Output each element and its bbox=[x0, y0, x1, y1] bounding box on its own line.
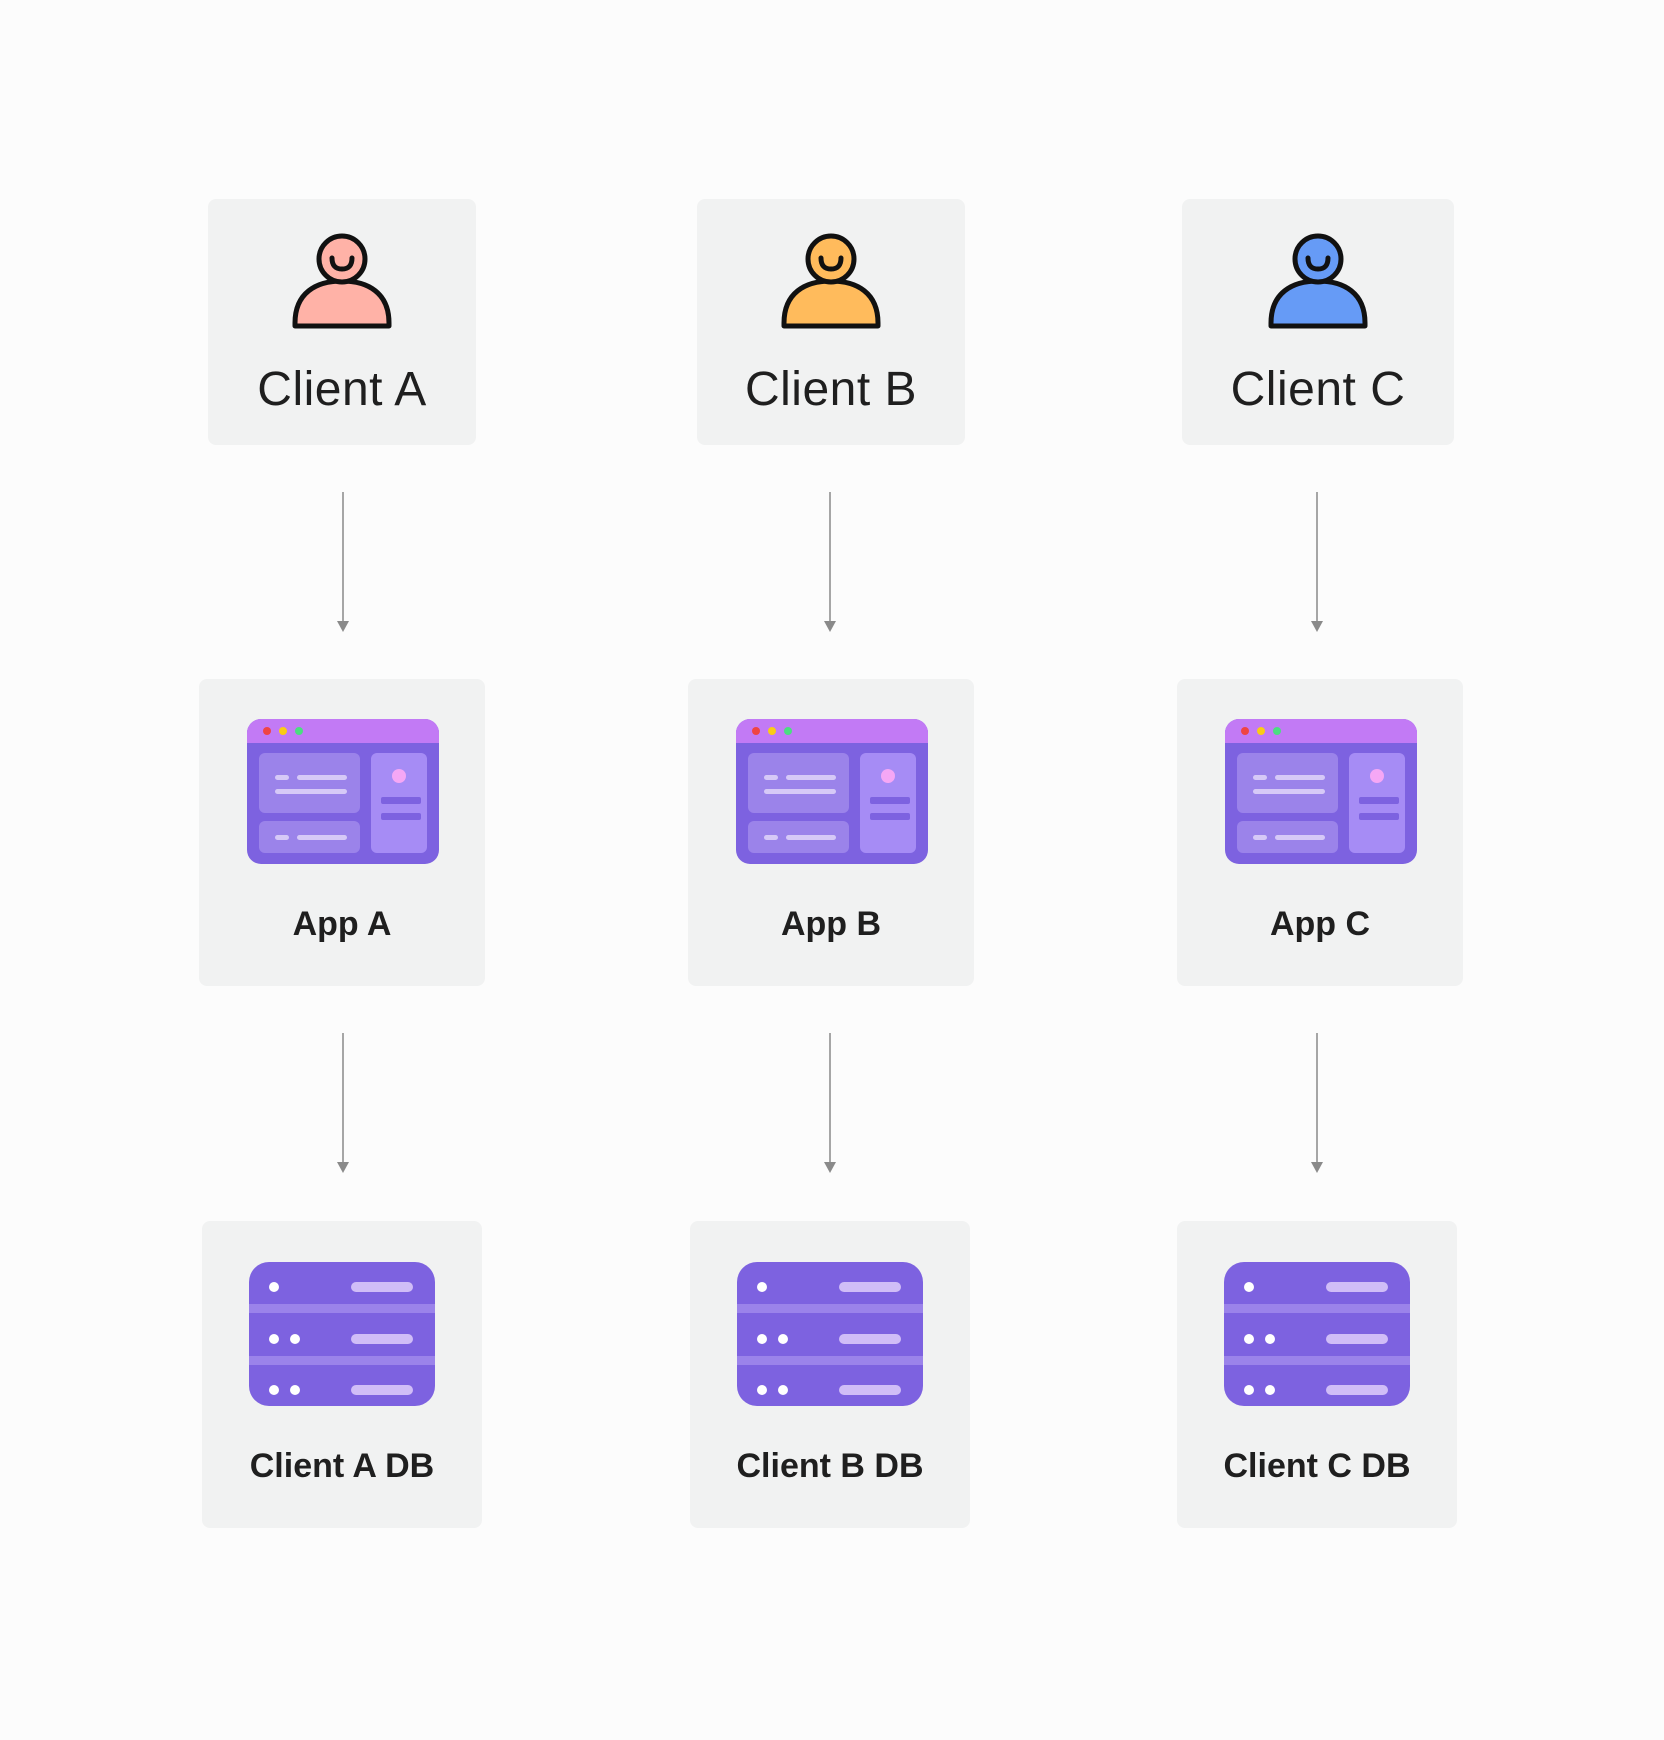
database-server-icon bbox=[249, 1262, 435, 1406]
client-a-db-card: Client A DB bbox=[202, 1221, 482, 1528]
client-c-db-card: Client C DB bbox=[1177, 1221, 1457, 1528]
client-b-label: Client B bbox=[744, 363, 918, 416]
arrow-down-icon bbox=[337, 1033, 349, 1173]
database-server-icon bbox=[737, 1262, 923, 1406]
client-b-db-card: Client B DB bbox=[690, 1221, 970, 1528]
app-window-icon bbox=[736, 719, 928, 864]
person-icon bbox=[1268, 233, 1368, 329]
client-b-card: Client B bbox=[697, 199, 965, 445]
client-c-card: Client C bbox=[1182, 199, 1454, 445]
arrow-down-icon bbox=[824, 492, 836, 632]
app-a-card: App A bbox=[199, 679, 485, 986]
client-c-label: Client C bbox=[1230, 363, 1406, 416]
app-window-icon bbox=[247, 719, 439, 864]
app-b-label: App B bbox=[780, 905, 882, 943]
app-a-label: App A bbox=[292, 905, 392, 943]
arrow-down-icon bbox=[1311, 492, 1323, 632]
database-server-icon bbox=[1224, 1262, 1410, 1406]
client-b-db-label: Client B DB bbox=[736, 1447, 924, 1485]
app-c-card: App C bbox=[1177, 679, 1463, 986]
app-c-label: App C bbox=[1269, 905, 1371, 943]
client-a-db-label: Client A DB bbox=[249, 1447, 435, 1485]
arrow-down-icon bbox=[337, 492, 349, 632]
client-a-card: Client A bbox=[208, 199, 476, 445]
client-c-db-label: Client C DB bbox=[1223, 1447, 1411, 1485]
person-icon bbox=[781, 233, 881, 329]
client-a-label: Client A bbox=[257, 363, 427, 416]
person-icon bbox=[292, 233, 392, 329]
app-window-icon bbox=[1225, 719, 1417, 864]
arrow-down-icon bbox=[824, 1033, 836, 1173]
app-b-card: App B bbox=[688, 679, 974, 986]
arrow-down-icon bbox=[1311, 1033, 1323, 1173]
